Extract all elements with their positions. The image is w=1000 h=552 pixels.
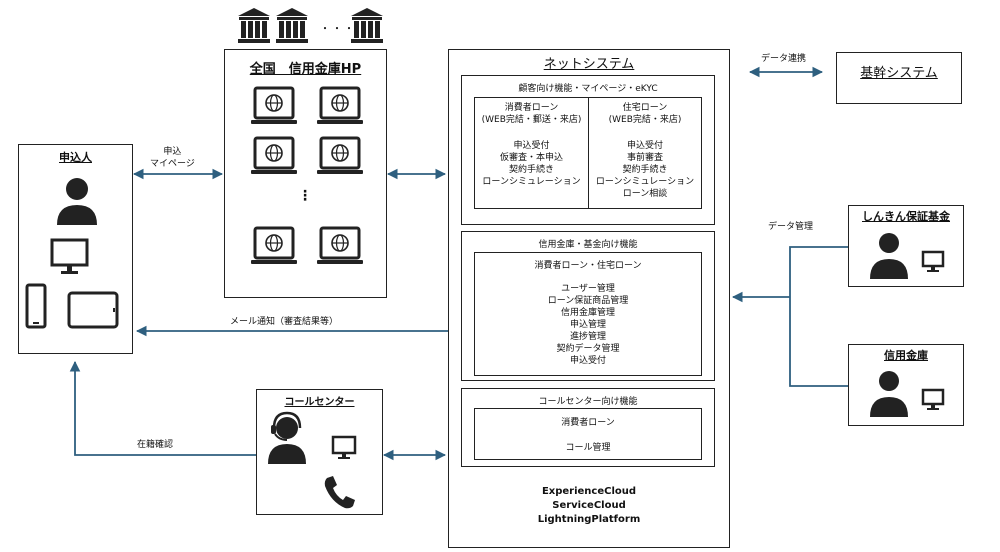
monitor-icon	[50, 238, 89, 274]
customer-functions-box: 顧客向け機能・マイページ・eKYC 消費者ローン (WEB完結・郵送・来店) 申…	[461, 75, 715, 225]
laptop-globe-icon	[317, 86, 363, 124]
laptop-icons	[251, 86, 363, 264]
call-center-title: コールセンター	[284, 397, 355, 408]
smartphone-icon	[25, 283, 47, 329]
call-functions-subtitle: 消費者ローン	[561, 418, 615, 428]
laptop-globe-icon	[251, 226, 297, 264]
person-icon	[870, 233, 908, 279]
consumer-loan-heading: 消費者ローン (WEB完結・郵送・来店)	[481, 103, 582, 125]
bank-building-icons: ・・・	[238, 8, 388, 48]
guarantee-fund-box: しんきん保証基金	[848, 205, 964, 287]
laptop-globe-icon	[317, 226, 363, 264]
portal-vertical-ellipsis: ⋮	[298, 188, 312, 204]
call-center-box: コールセンター	[256, 389, 383, 515]
line-data-manage	[789, 246, 848, 387]
bank-functions-subtitle: 消費者ローン・住宅ローン	[534, 261, 642, 271]
portal-box: 全国 信用金庫HP ⋮	[224, 49, 387, 298]
label-enrollment-check: 在籍確認	[137, 440, 174, 450]
housing-loan-items: 申込受付 事前審査 契約手続き ローンシミュレーション ローン相談	[595, 141, 695, 199]
net-system-title: ネットシステム	[543, 57, 635, 72]
housing-loan-heading: 住宅ローン (WEB完結・来店)	[608, 103, 682, 125]
housing-loan-box: 住宅ローン (WEB完結・来店) 申込受付 事前審査 契約手続き ローンシミュレ…	[588, 97, 702, 209]
call-center-icons	[268, 411, 357, 509]
bank-functions-title: 信用金庫・基金向け機能	[538, 240, 638, 250]
telephone-icon	[324, 476, 355, 509]
shinkin-bank-icons	[870, 371, 945, 417]
bank-building-icon	[238, 8, 383, 43]
laptop-globe-icon	[317, 136, 363, 174]
call-functions-item: コール管理	[565, 443, 611, 453]
monitor-icon	[921, 250, 945, 272]
consumer-loan-box: 消費者ローン (WEB完結・郵送・来店) 申込受付 仮審査・本申込 契約手続き …	[474, 97, 589, 209]
call-functions-title: コールセンター向け機能	[538, 397, 638, 407]
label-data-link: データ連携	[761, 54, 807, 64]
monitor-icon	[921, 388, 945, 410]
call-functions-inner: 消費者ローン コール管理	[474, 408, 702, 460]
guarantee-fund-title: しんきん保証基金	[862, 210, 950, 223]
shinkin-bank-title: 信用金庫	[884, 349, 928, 362]
label-apply-mypage: 申込 マイページ	[150, 147, 195, 169]
net-system-box: ネットシステム 顧客向け機能・マイページ・eKYC 消費者ローン (WEB完結・…	[448, 49, 730, 548]
portal-title: 全国 信用金庫HP	[249, 62, 362, 77]
core-system-box: 基幹システム	[836, 52, 962, 104]
applicant-box: 申込人	[18, 144, 133, 354]
laptop-globe-icon	[251, 86, 297, 124]
applicant-icons	[25, 178, 119, 329]
label-mail-notice: メール通知（審査結果等）	[230, 317, 339, 327]
shinkin-bank-box: 信用金庫	[848, 344, 964, 426]
bank-ellipsis: ・・・	[320, 24, 356, 35]
tablet-icon	[67, 291, 119, 329]
laptop-globe-icon	[251, 136, 297, 174]
headset-operator-icon	[268, 411, 306, 464]
bank-functions-inner: 消費者ローン・住宅ローン ユーザー管理 ローン保証商品管理 信用金庫管理 申込管…	[474, 252, 702, 376]
guarantee-fund-icons	[870, 233, 945, 279]
applicant-title: 申込人	[59, 151, 92, 164]
bank-functions-box: 信用金庫・基金向け機能 消費者ローン・住宅ローン ユーザー管理 ローン保証商品管…	[461, 231, 715, 381]
monitor-icon	[331, 435, 357, 459]
customer-functions-title: 顧客向け機能・マイページ・eKYC	[518, 84, 658, 94]
core-system-title: 基幹システム	[860, 66, 938, 81]
person-icon	[57, 178, 97, 225]
arrow-enrollment-check	[69, 360, 256, 456]
platform-list: ExperienceCloud ServiceCloud LightningPl…	[537, 486, 641, 525]
bank-functions-items: ユーザー管理 ローン保証商品管理 信用金庫管理 申込管理 進捗管理 契約データ管…	[547, 284, 629, 366]
person-icon	[870, 371, 908, 417]
call-functions-box: コールセンター向け機能 消費者ローン コール管理	[461, 388, 715, 467]
label-data-manage: データ管理	[768, 222, 814, 232]
consumer-loan-items: 申込受付 仮審査・本申込 契約手続き ローンシミュレーション	[482, 141, 581, 187]
